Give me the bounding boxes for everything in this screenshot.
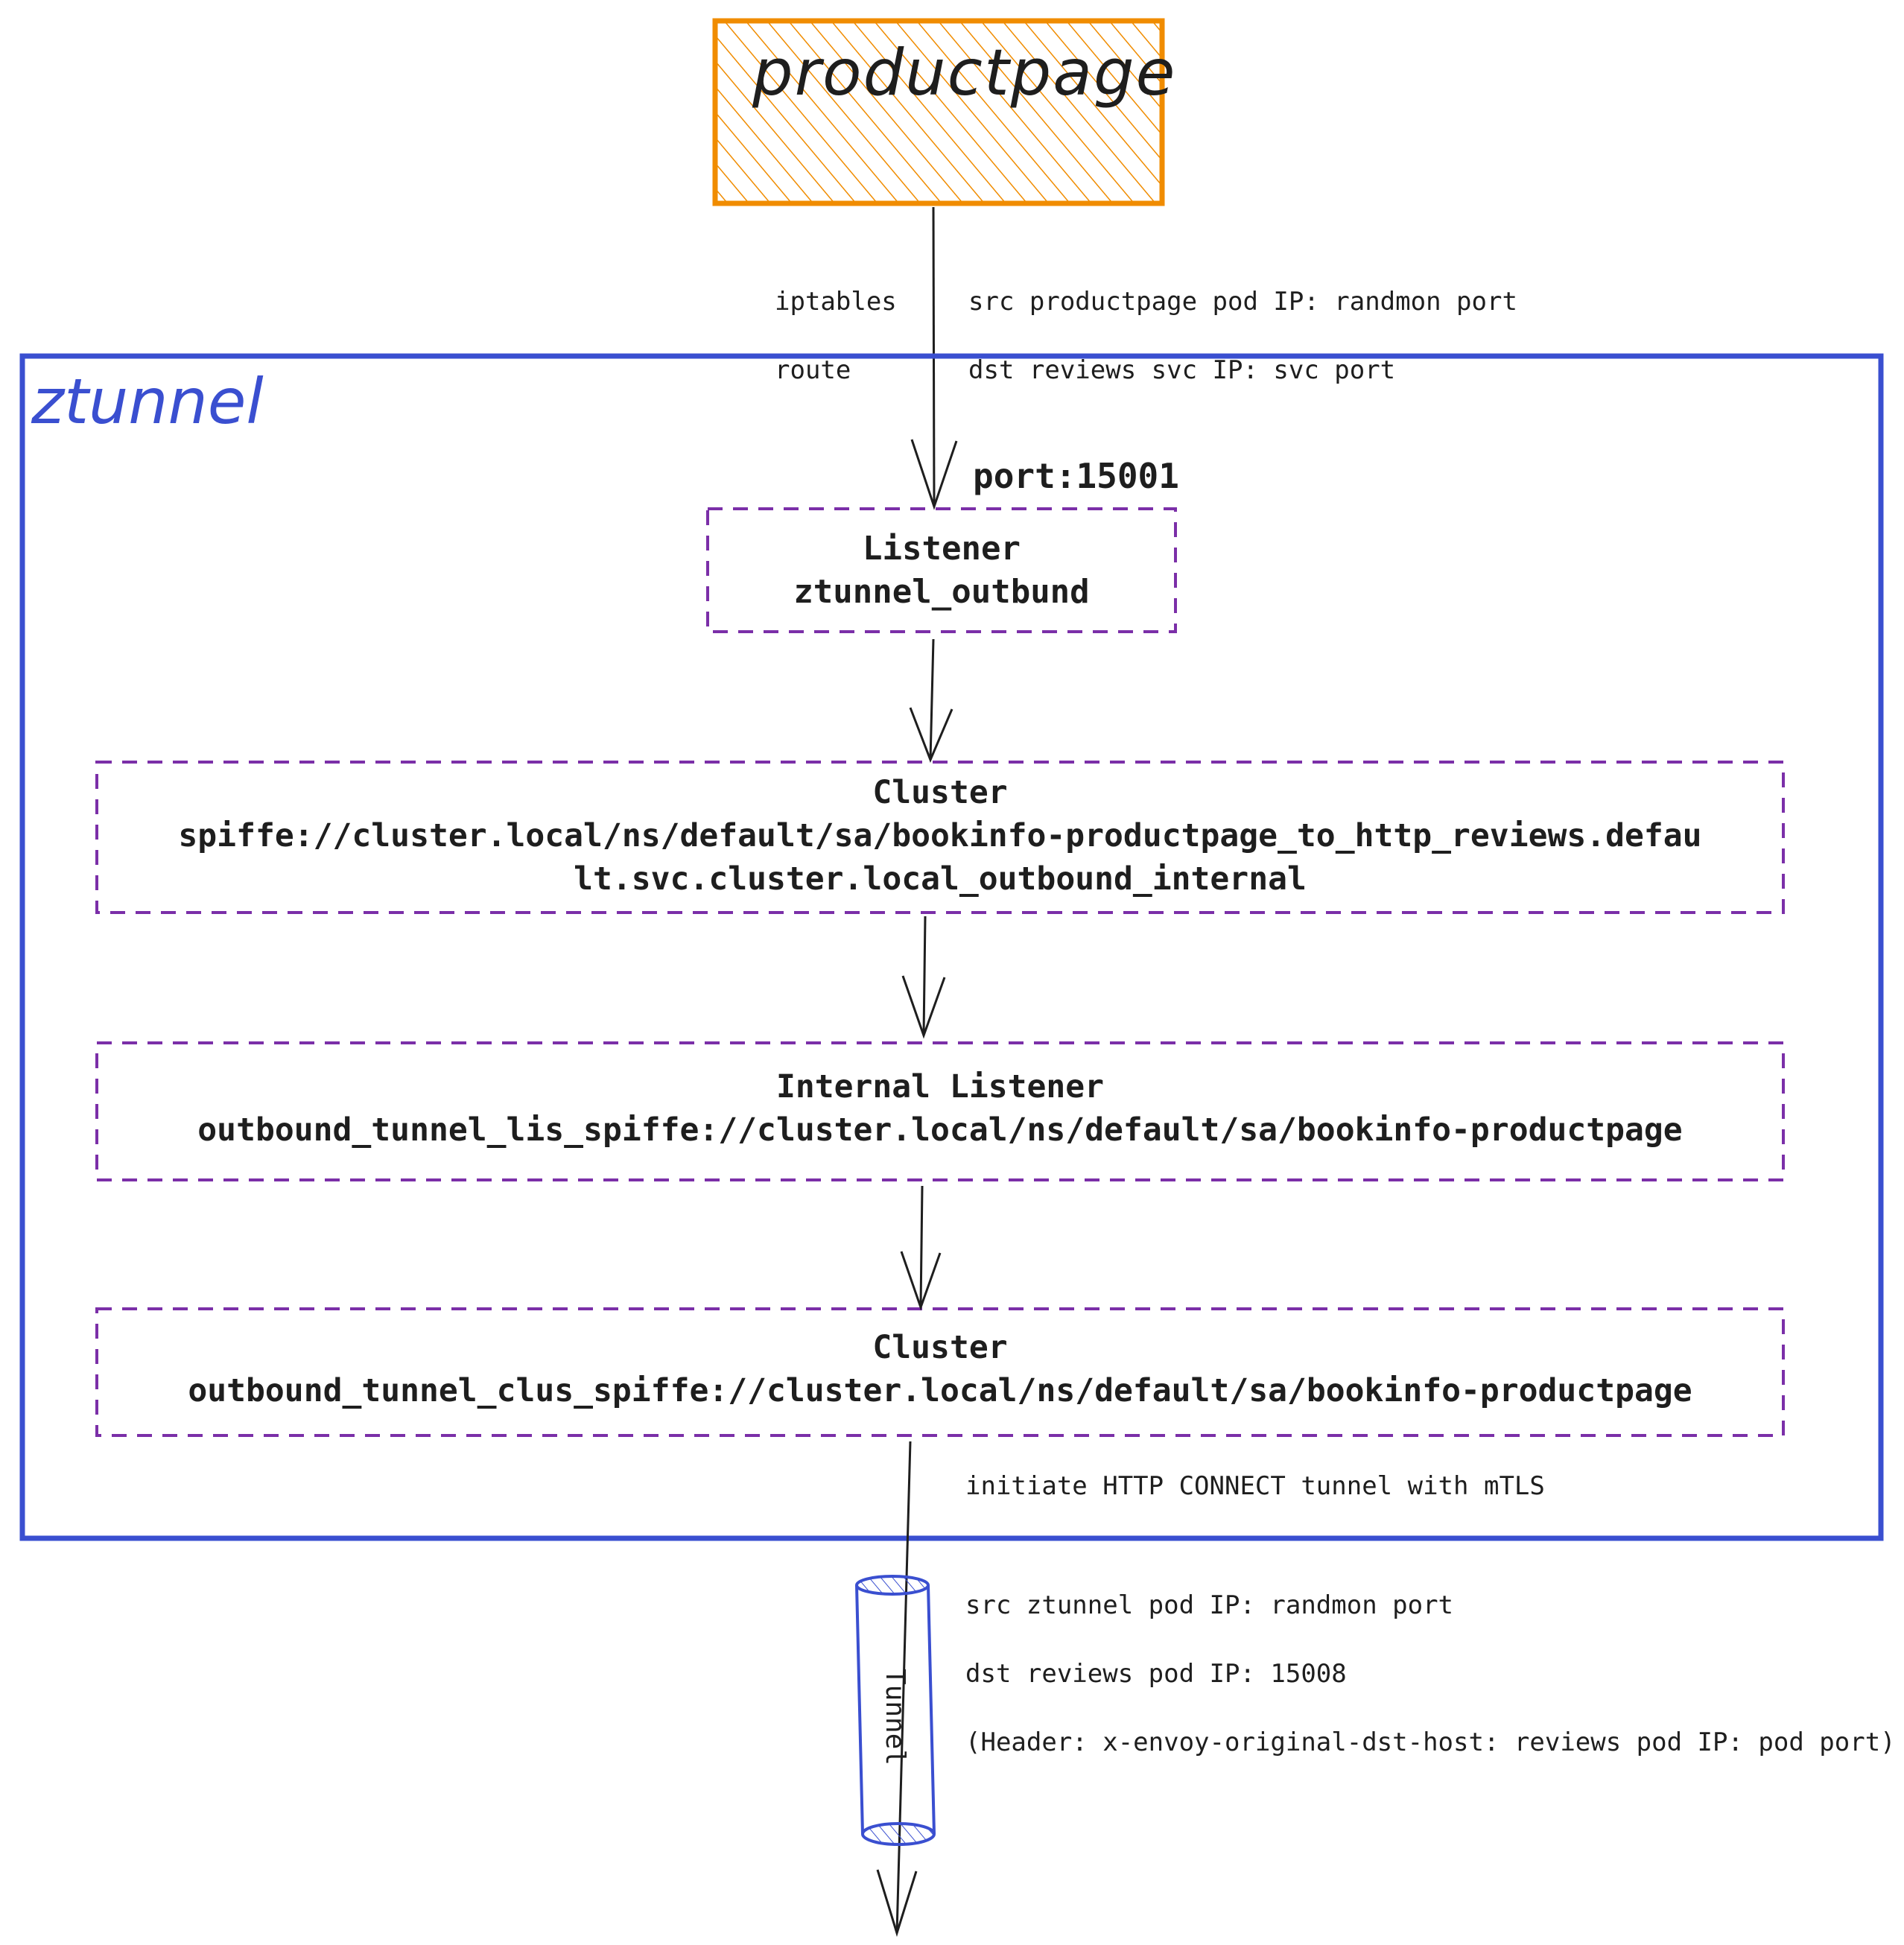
route-label: iptables route (775, 250, 897, 422)
cluster1-line2: spiffe://cluster.local/ns/default/sa/boo… (178, 817, 1702, 854)
tunnel-label: Tunnel (880, 1669, 910, 1766)
internal-listener-line2: outbound_tunnel_lis_spiffe://cluster.loc… (197, 1111, 1683, 1149)
productpage-box (712, 18, 1165, 206)
arrow-cluster2-to-tunnel-exit (876, 1441, 918, 1938)
arrow-internal-listener-to-cluster2 (900, 1185, 942, 1311)
src-dst-label-2: src ztunnel pod IP: randmon port dst rev… (965, 1554, 1896, 1794)
arrow-listener-to-cluster1 (909, 638, 953, 763)
cluster1-line1: Cluster (872, 774, 1008, 811)
src-dst-1-line2: dst reviews svc IP: svc port (968, 355, 1396, 385)
src-dst-2-line3: (Header: x-envoy-original-dst-host: revi… (965, 1727, 1896, 1757)
listener-text: Listener ztunnel_outbund (708, 527, 1175, 614)
cluster2-box (95, 1307, 1785, 1437)
cluster2-line2: outbound_tunnel_clus_spiffe://cluster.lo… (188, 1372, 1692, 1409)
listener-box (706, 507, 1177, 633)
cluster1-line3: lt.svc.cluster.local_outbound_internal (574, 860, 1307, 898)
src-dst-1-line1: src productpage pod IP: randmon port (968, 287, 1517, 317)
ztunnel-container (19, 353, 1884, 1541)
tunnel-cylinder (855, 1575, 936, 1846)
internal-listener-box (95, 1041, 1785, 1181)
productpage-title: productpage (752, 36, 1177, 110)
arrow-cluster1-to-internal-listener (901, 916, 946, 1039)
route-line1: iptables (775, 287, 897, 317)
port-label: port:15001 (973, 456, 1179, 496)
listener-line1: Listener (863, 530, 1021, 568)
src-dst-label-1: src productpage pod IP: randmon port dst… (968, 250, 1517, 422)
listener-line2: ztunnel_outbund (793, 573, 1090, 611)
src-dst-2-line1: src ztunnel pod IP: randmon port (965, 1590, 1454, 1620)
initiate-label: initiate HTTP CONNECT tunnel with mTLS (965, 1471, 1545, 1501)
route-line2: route (775, 355, 851, 385)
src-dst-2-line2: dst reviews pod IP: 15008 (965, 1659, 1347, 1689)
cluster2-text: Cluster outbound_tunnel_clus_spiffe://cl… (97, 1326, 1783, 1412)
ztunnel-title: ztunnel (31, 365, 264, 438)
cluster1-box (95, 761, 1785, 914)
internal-listener-text: Internal Listener outbound_tunnel_lis_sp… (97, 1065, 1783, 1152)
cluster1-text: Cluster spiffe://cluster.local/ns/defaul… (97, 771, 1783, 901)
cluster2-line1: Cluster (872, 1329, 1008, 1366)
internal-listener-line1: Internal Listener (775, 1068, 1105, 1105)
